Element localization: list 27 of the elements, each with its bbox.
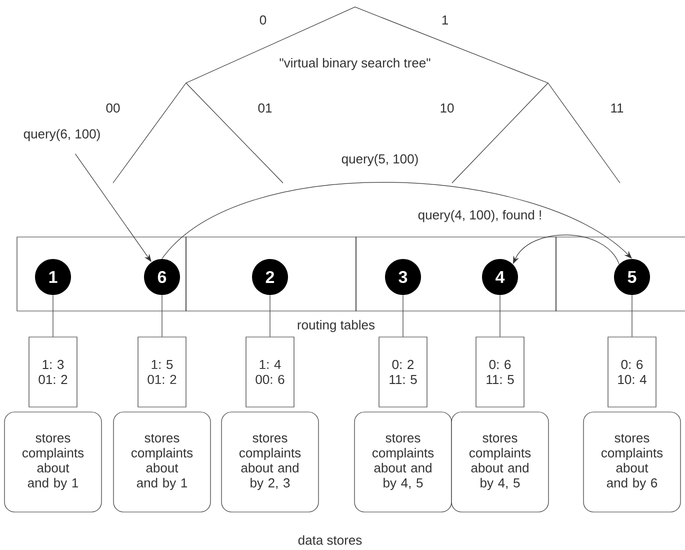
branch-label: 00: [106, 103, 120, 113]
branch-label: 01: [258, 103, 272, 113]
data-store-box: stores complaints about and by 2, 3: [221, 412, 319, 512]
data-store-box: stores complaints about and by 1: [4, 412, 102, 512]
arrow: [162, 182, 632, 259]
routing-table-box: 0: 2 11: 5: [378, 336, 428, 408]
section-label: routing tables: [298, 320, 375, 332]
routing-table-box: 1: 4 00: 6: [246, 336, 294, 408]
data-store-box: stores complaints about and by 4, 5: [354, 412, 452, 512]
branch-label: 1: [442, 16, 448, 24]
routing-table-box: 1: 3 01: 2: [28, 336, 78, 408]
routing-table-box: 0: 6 11: 5: [476, 336, 524, 408]
routing-table-box: 1: 5 01: 2: [138, 336, 186, 408]
connector-line: [52, 295, 54, 337]
edge-label: query(5, 100): [340, 152, 420, 168]
connector-line: [402, 295, 404, 337]
section-label: data stores: [298, 535, 362, 545]
query-label: query(6, 100): [24, 128, 100, 142]
tree-title: "virtual binary search tree": [280, 58, 430, 70]
branch-label: 0: [260, 15, 266, 25]
edge-label: query(4, 100), found !: [416, 208, 544, 224]
routing-table-box: 0: 6 10: 4: [608, 336, 656, 408]
branch-label: 11: [611, 104, 624, 112]
data-store-box: stores complaints about and by 4, 5: [451, 412, 549, 512]
branch-label: 10: [440, 103, 454, 113]
data-store-box: stores complaints about and by 1: [113, 412, 211, 512]
data-store-box: stores complaints about and by 6: [583, 412, 681, 512]
